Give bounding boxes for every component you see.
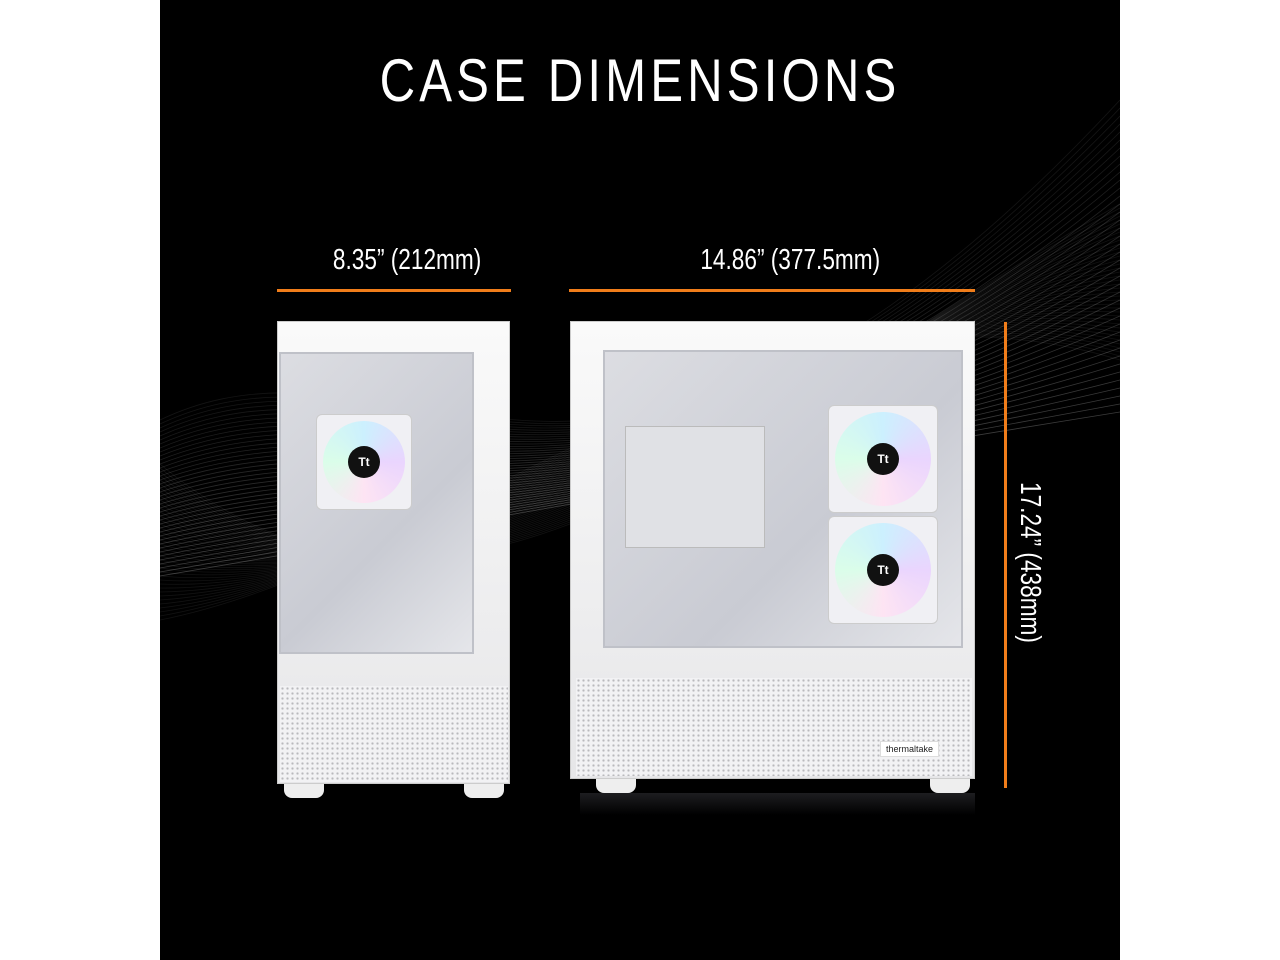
- fan: Tt: [316, 414, 412, 510]
- fan: Tt: [828, 405, 938, 513]
- fan-logo-icon: Tt: [867, 443, 899, 475]
- depth-label: 14.86” (377.5mm): [700, 244, 881, 276]
- front-mesh: [280, 686, 508, 782]
- fan-logo-icon: Tt: [348, 446, 380, 478]
- infographic-canvas: CASE DIMENSIONS 8.35” (212mm) 14.86” (37…: [160, 0, 1120, 960]
- depth-line: [569, 289, 975, 292]
- width-line: [277, 289, 511, 292]
- height-label: 17.24” (438mm): [1014, 482, 1046, 643]
- brand-logo: thermaltake: [880, 741, 940, 757]
- height-line: [1004, 322, 1007, 788]
- side-mesh: [576, 678, 972, 776]
- width-label: 8.35” (212mm): [332, 244, 482, 276]
- fan-logo-icon: Tt: [867, 554, 899, 586]
- page-title: CASE DIMENSIONS: [379, 47, 901, 114]
- case-reflection: [580, 793, 975, 815]
- fan: Tt: [828, 516, 938, 624]
